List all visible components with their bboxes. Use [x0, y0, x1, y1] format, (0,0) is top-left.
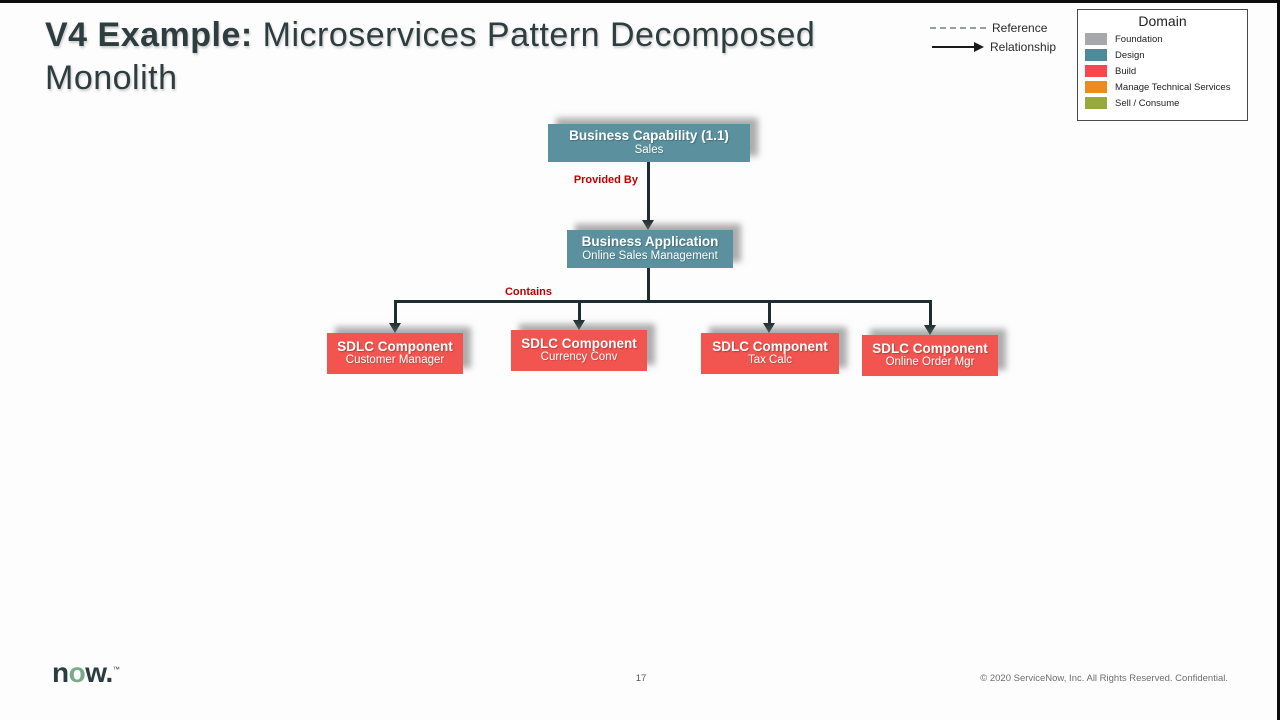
connector-horizontal-rail	[394, 300, 932, 303]
connector-capability-to-application	[646, 162, 650, 220]
connector-application-stem	[646, 268, 650, 303]
arrowhead-online-order-mgr-icon	[924, 325, 936, 335]
arrowhead-customer-manager-icon	[389, 323, 401, 333]
domain-legend: Domain Foundation Design Build Manage Te…	[1077, 9, 1248, 121]
provided-by-edge-label: Provided By	[573, 174, 638, 186]
relationship-arrow-icon	[932, 46, 974, 48]
logo-w: w.	[85, 657, 113, 688]
connector-drop-tax-calc	[767, 300, 771, 323]
logo-n: n	[52, 657, 69, 688]
node-sdlc-online-order-mgr-title: SDLC Component	[872, 340, 988, 356]
node-business-application-title: Business Application	[581, 234, 719, 250]
design-color-swatch	[1085, 49, 1107, 61]
page-number: 17	[635, 673, 647, 684]
logo-trademark: ™	[112, 666, 120, 674]
sell-consume-label: Sell / Consume	[1115, 97, 1180, 109]
slide-title-bold: V4 Example:	[45, 16, 253, 54]
node-business-application-subtitle: Online Sales Management	[582, 249, 718, 262]
node-business-capability: Business Capability (1.1) Sales	[548, 124, 750, 162]
legend-item-foundation: Foundation	[1085, 33, 1247, 45]
sell-consume-color-swatch	[1085, 97, 1107, 109]
node-sdlc-online-order-mgr-subtitle: Online Order Mgr	[885, 356, 975, 369]
foundation-color-swatch	[1085, 33, 1107, 45]
legend-item-sell-consume: Sell / Consume	[1085, 97, 1247, 109]
build-color-swatch	[1085, 65, 1107, 77]
right-letterbox-bar	[1277, 0, 1280, 720]
legend-item-manage-technical-services: Manage Technical Services	[1085, 81, 1247, 93]
contains-edge-label: Contains	[504, 286, 552, 298]
top-letterbox-bar	[0, 0, 1280, 3]
node-business-capability-title: Business Capability (1.1)	[569, 128, 729, 144]
servicenow-logo: now.™	[52, 657, 120, 689]
node-sdlc-currency-conv-subtitle: Currency Conv	[540, 351, 618, 364]
legend-item-build: Build	[1085, 65, 1247, 77]
relationship-legend-label: Relationship	[990, 40, 1057, 54]
node-business-application: Business Application Online Sales Manage…	[567, 230, 733, 268]
build-label: Build	[1115, 65, 1137, 77]
manage-technical-services-color-swatch	[1085, 81, 1107, 93]
reference-legend-label: Reference	[992, 21, 1048, 35]
arrowhead-into-application-icon	[642, 220, 654, 230]
arrowhead-currency-conv-icon	[573, 320, 585, 330]
slide-title: V4 Example: Microservices Pattern Decomp…	[45, 14, 825, 100]
reference-dashed-line-icon	[930, 27, 986, 29]
slide-title-regular: Microservices Pattern Decomposed Monolit…	[45, 16, 816, 97]
logo-o: o	[68, 657, 86, 688]
connector-drop-online-order-mgr	[928, 300, 932, 325]
node-sdlc-tax-calc-subtitle: Tax Calc	[747, 354, 793, 367]
connector-drop-currency-conv	[577, 300, 581, 320]
arrowhead-tax-calc-icon	[763, 323, 775, 333]
manage-technical-services-label: Manage Technical Services	[1115, 81, 1231, 93]
node-sdlc-online-order-mgr: SDLC Component Online Order Mgr	[862, 335, 998, 376]
foundation-label: Foundation	[1115, 33, 1163, 45]
connector-drop-customer-manager	[393, 300, 397, 323]
legend-item-design: Design	[1085, 49, 1247, 61]
copyright-text: © 2020 ServiceNow, Inc. All Rights Reser…	[980, 673, 1228, 684]
node-sdlc-customer-manager-title: SDLC Component	[337, 338, 453, 354]
domain-legend-title: Domain	[1138, 13, 1187, 29]
node-sdlc-currency-conv-title: SDLC Component	[521, 335, 637, 351]
node-business-capability-subtitle: Sales	[634, 143, 664, 156]
node-sdlc-customer-manager: SDLC Component Customer Manager	[327, 333, 463, 374]
relationship-arrowhead-icon	[974, 42, 984, 52]
node-sdlc-tax-calc-title: SDLC Component	[712, 338, 828, 354]
node-sdlc-customer-manager-subtitle: Customer Manager	[345, 354, 445, 367]
node-sdlc-tax-calc: SDLC Component Tax Calc	[701, 333, 839, 374]
node-sdlc-currency-conv: SDLC Component Currency Conv	[511, 330, 647, 371]
design-label: Design	[1115, 49, 1145, 61]
